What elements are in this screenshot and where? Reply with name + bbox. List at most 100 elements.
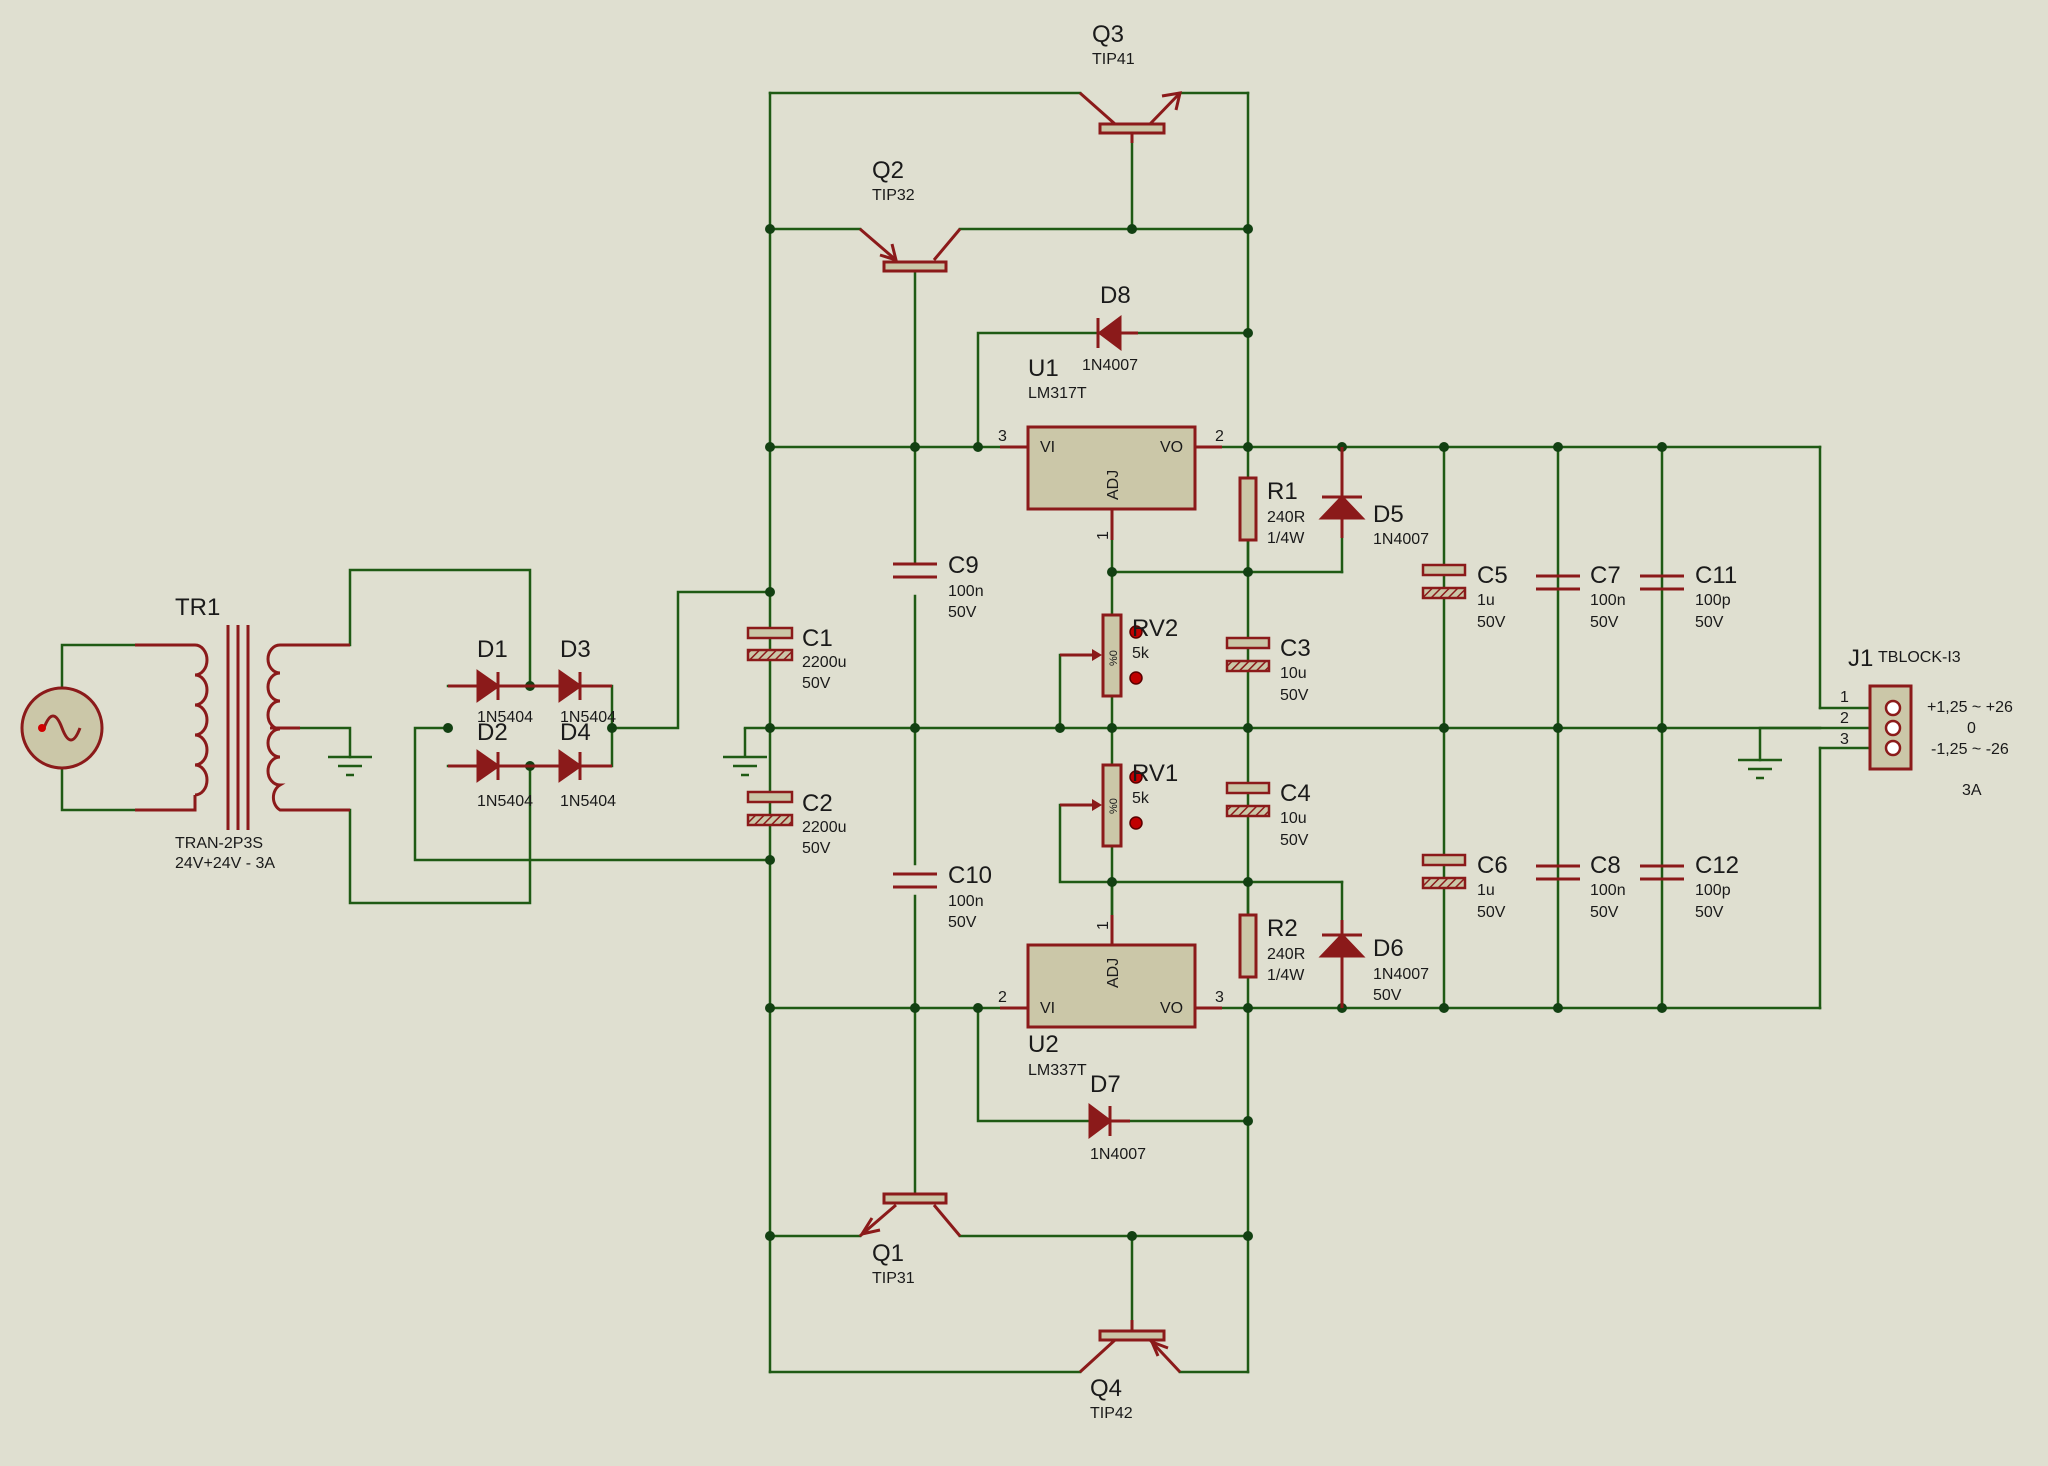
c8-value: 100n — [1590, 882, 1626, 899]
r1-value: 240R — [1267, 509, 1305, 526]
c4-value: 10u — [1280, 810, 1307, 827]
r1-power: 1/4W — [1267, 530, 1305, 547]
c7-voltage: 50V — [1590, 614, 1619, 631]
u1-ref: U1 — [1028, 355, 1059, 382]
c1-voltage: 50V — [802, 675, 831, 692]
r2-ref: R2 — [1267, 915, 1298, 942]
c2-value: 2200u — [802, 819, 847, 836]
rv2-ref: RV2 — [1132, 615, 1178, 642]
u2-adj: ADJ — [1105, 958, 1122, 988]
d6-voltage: 50V — [1373, 987, 1402, 1004]
j1-out-negative: -1,25 ~ -26 — [1931, 741, 2009, 758]
capacitor-c11 — [1640, 574, 1684, 591]
u2-vo: VO — [1160, 1000, 1183, 1017]
bridge-diodes — [448, 669, 612, 783]
d7-value: 1N4007 — [1090, 1146, 1146, 1163]
c11-value: 100p — [1695, 592, 1731, 609]
u2-vi: VI — [1040, 1000, 1055, 1017]
potentiometer-rv1 — [1060, 763, 1143, 848]
c5-voltage: 50V — [1477, 614, 1506, 631]
transformer-tr1 — [135, 625, 350, 830]
diode-d6 — [1318, 920, 1366, 1008]
r2-value: 240R — [1267, 946, 1305, 963]
r2-power: 1/4W — [1267, 967, 1305, 984]
d3-value: 1N5404 — [560, 709, 616, 726]
c5-ref: C5 — [1477, 562, 1508, 589]
c1-value: 2200u — [802, 654, 847, 671]
transistor-q3 — [1079, 91, 1182, 143]
d4-ref: D4 — [560, 719, 591, 746]
diode-d8 — [1096, 315, 1138, 351]
d3-ref: D3 — [560, 636, 591, 663]
r1-ref: R1 — [1267, 478, 1298, 505]
ground-symbol-main — [723, 728, 767, 777]
diode-d7 — [1088, 1103, 1130, 1139]
c10-value: 100n — [948, 893, 984, 910]
j1-current: 3A — [1962, 782, 1982, 799]
rv2-mark: %0 — [1108, 650, 1120, 666]
transistor-q1 — [858, 1192, 962, 1238]
c4-voltage: 50V — [1280, 832, 1309, 849]
ground-symbol-out — [1738, 758, 1782, 780]
electrolytic-c2 — [746, 790, 794, 827]
c11-ref: C11 — [1695, 562, 1737, 589]
q1-ref: Q1 — [872, 1240, 904, 1267]
c11-voltage: 50V — [1695, 614, 1724, 631]
u1-pin-in: 3 — [998, 428, 1007, 445]
q2-ref: Q2 — [872, 157, 904, 184]
u1-vi: VI — [1040, 439, 1055, 456]
d8-ref: D8 — [1100, 282, 1131, 309]
rv1-value: 5k — [1132, 790, 1150, 807]
transistor-q4 — [1078, 1320, 1182, 1374]
c5-value: 1u — [1477, 592, 1495, 609]
c9-voltage: 50V — [948, 604, 977, 621]
electrolytic-c3 — [1225, 636, 1271, 673]
capacitor-c10 — [893, 872, 937, 889]
capacitor-c9 — [893, 562, 937, 579]
capacitor-c12 — [1640, 864, 1684, 881]
capacitor-c7 — [1536, 574, 1580, 591]
rv1-mark: %0 — [1108, 798, 1120, 814]
c7-ref: C7 — [1590, 562, 1621, 589]
j1-pin2: 2 — [1840, 710, 1849, 727]
c4-ref: C4 — [1280, 780, 1311, 807]
u2-pin-out: 3 — [1215, 989, 1224, 1006]
c12-ref: C12 — [1695, 852, 1739, 879]
tr1-rating: 24V+24V - 3A — [175, 855, 275, 872]
rv1-ref: RV1 — [1132, 760, 1178, 787]
u1-pin-adj: 1 — [1095, 531, 1112, 540]
resistor-r2 — [1238, 913, 1258, 979]
j1-ref: J1 — [1848, 645, 1873, 672]
ac-source — [20, 686, 104, 770]
u1-pin-out: 2 — [1215, 428, 1224, 445]
q4-value: TIP42 — [1090, 1405, 1133, 1422]
u2-value: LM337T — [1028, 1062, 1087, 1079]
d6-value: 1N4007 — [1373, 966, 1429, 983]
d8-value: 1N4007 — [1082, 357, 1138, 374]
tr1-value: TRAN-2P3S — [175, 835, 263, 852]
c7-value: 100n — [1590, 592, 1626, 609]
d2-ref: D2 — [477, 719, 508, 746]
u1-vo: VO — [1160, 439, 1183, 456]
q2-value: TIP32 — [872, 187, 915, 204]
electrolytic-c1 — [746, 626, 794, 662]
q4-ref: Q4 — [1090, 1375, 1122, 1402]
regulator-u2 — [1000, 915, 1222, 1029]
c6-value: 1u — [1477, 882, 1495, 899]
c2-ref: C2 — [802, 790, 833, 817]
rv2-value: 5k — [1132, 645, 1150, 662]
u2-pin-in: 2 — [998, 989, 1007, 1006]
u1-adj: ADJ — [1105, 470, 1122, 500]
c3-value: 10u — [1280, 665, 1307, 682]
c1-ref: C1 — [802, 625, 833, 652]
electrolytic-c5 — [1421, 563, 1467, 600]
transistor-q2 — [859, 227, 962, 273]
diode-d5 — [1318, 447, 1366, 538]
d7-ref: D7 — [1090, 1071, 1121, 1098]
c8-ref: C8 — [1590, 852, 1621, 879]
regulator-u1 — [1000, 425, 1222, 540]
q3-ref: Q3 — [1092, 21, 1124, 48]
c9-value: 100n — [948, 583, 984, 600]
terminal-block-j1 — [1868, 684, 1913, 771]
